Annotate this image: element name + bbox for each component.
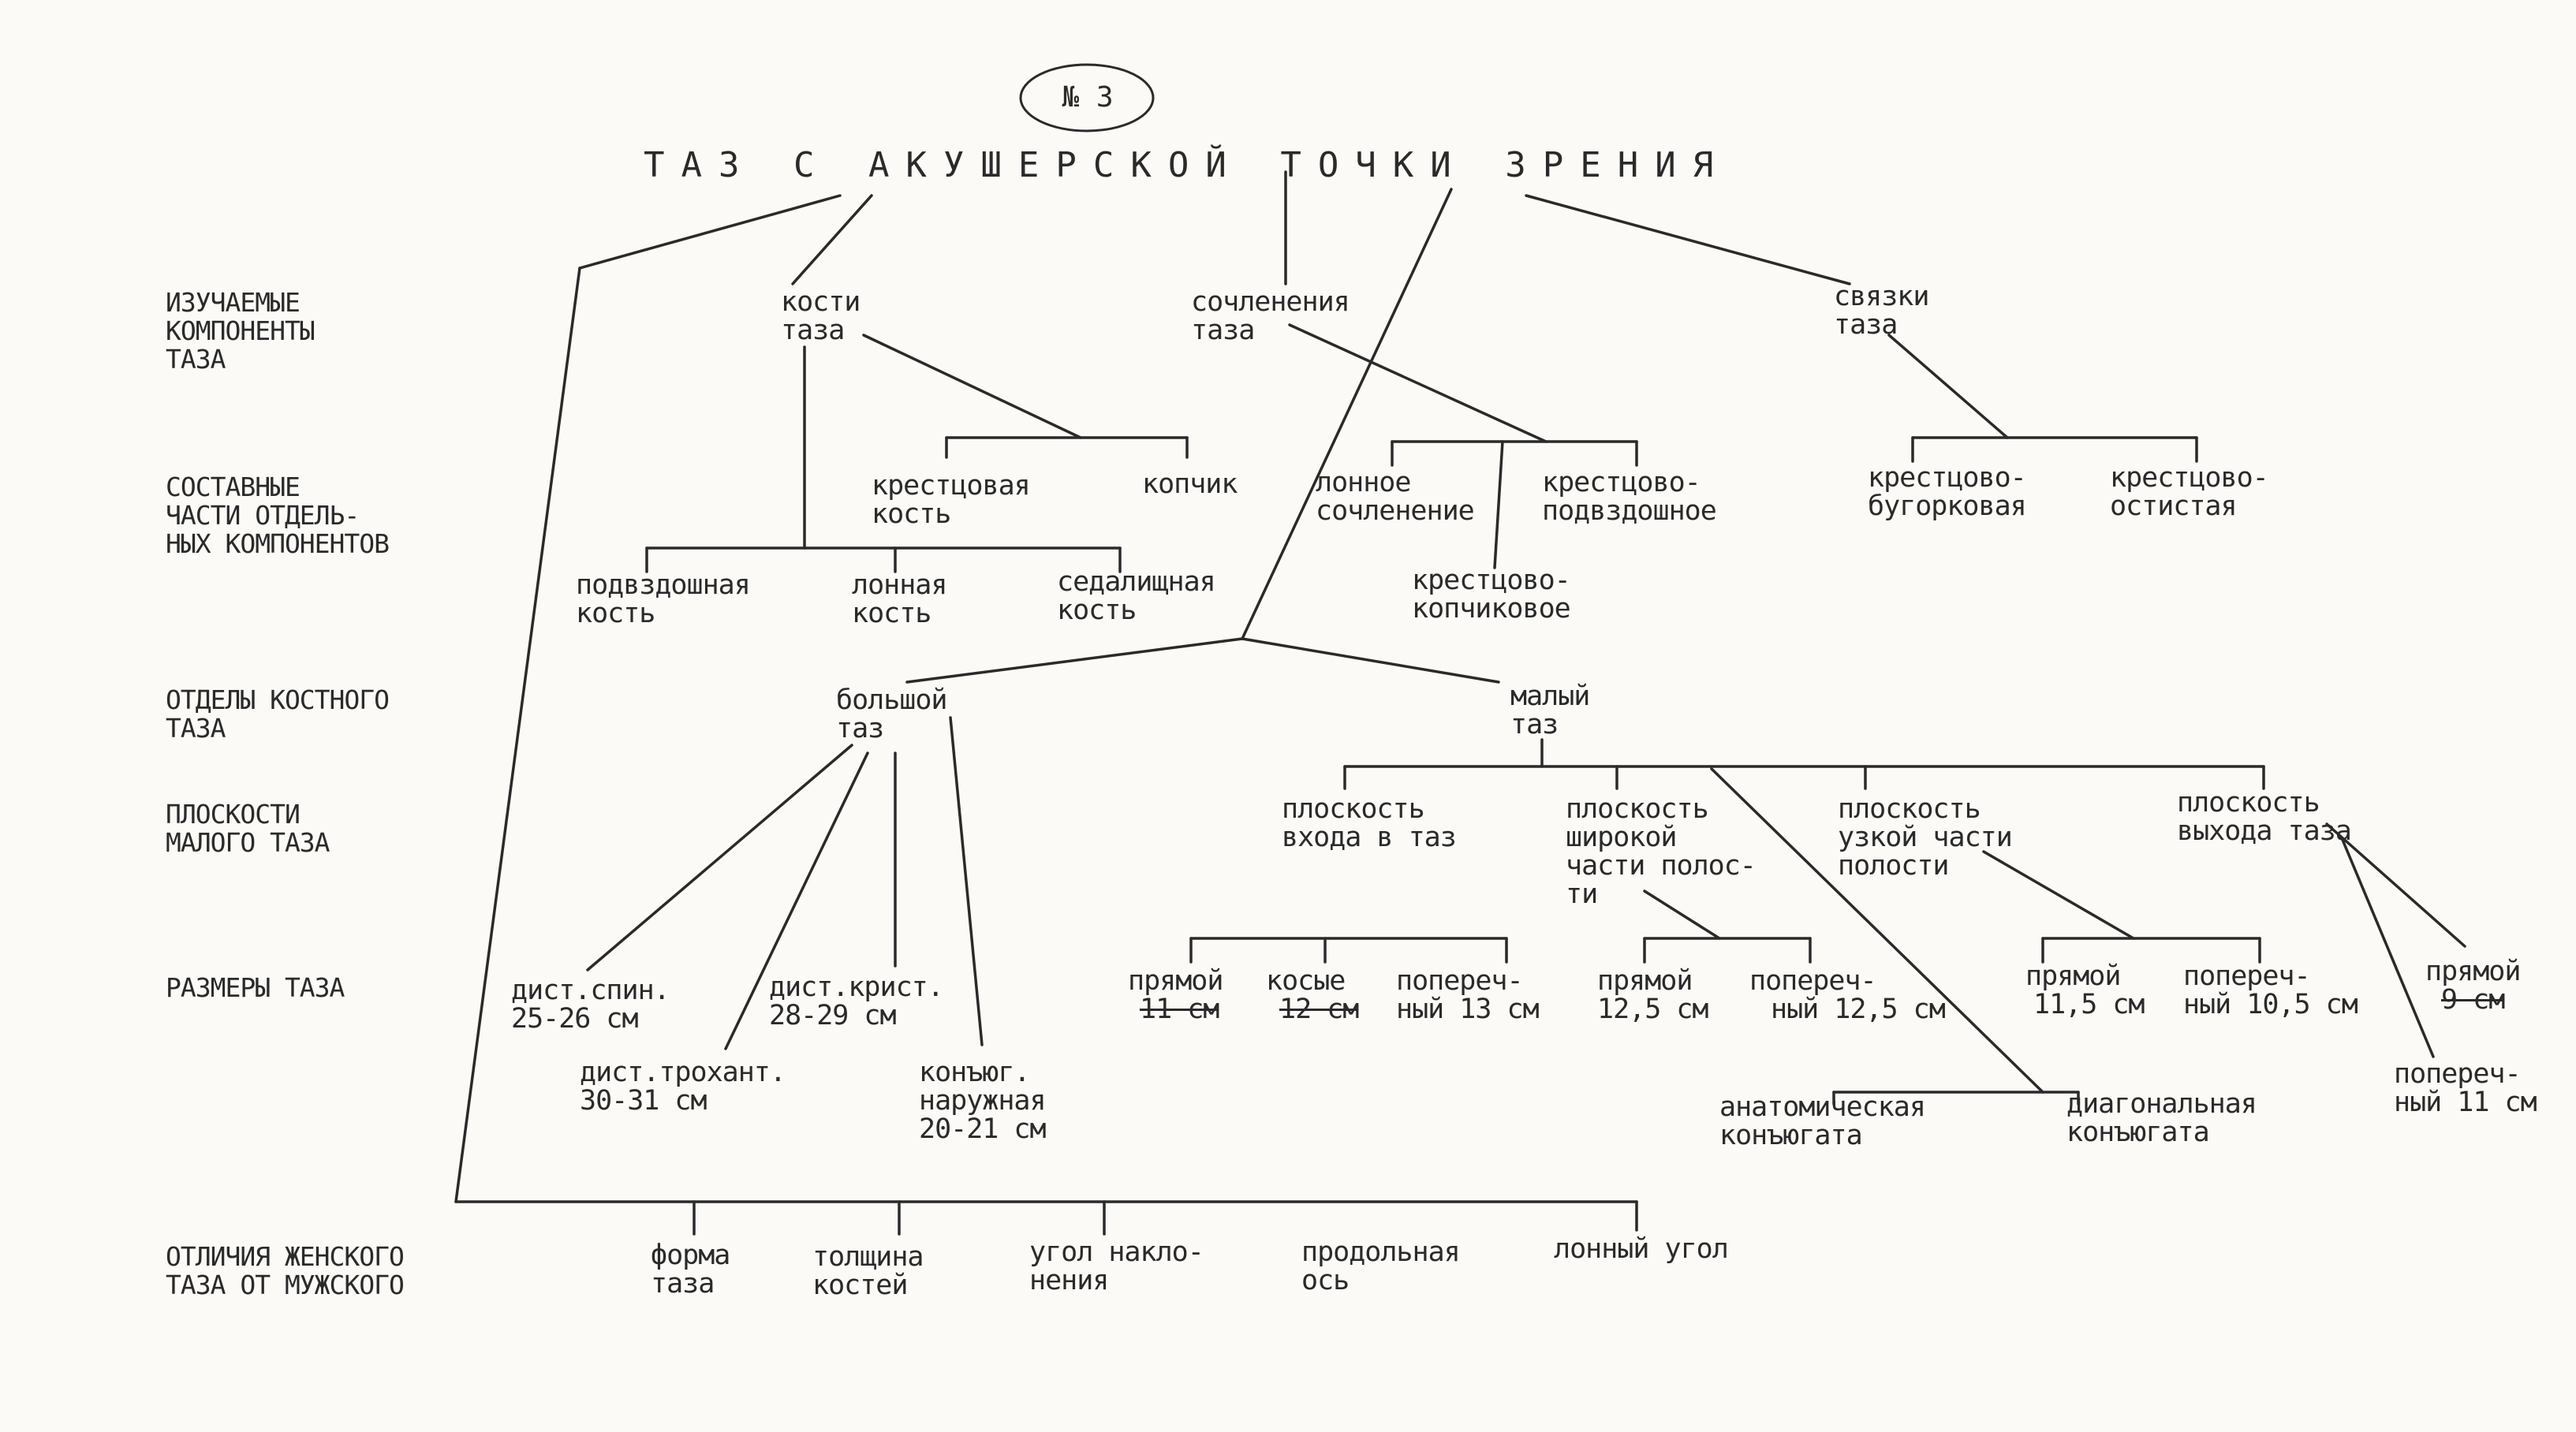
edge-wide [1643, 889, 1721, 940]
wide-transverse-label: попереч- [1749, 965, 1877, 997]
node-diagonal-conjugate: диагональная конъюгата [2066, 1088, 2257, 1148]
edge-bones-upper [862, 334, 1082, 439]
narrow-transverse-label: попереч- [2183, 960, 2311, 992]
narrow-transverse-value: ный 10,5 см [2183, 989, 2358, 1020]
narrow-direct-label: прямой [2025, 960, 2121, 992]
diff-shape: форма таза [651, 1240, 730, 1300]
row-label-sections: ОТДЕЛЫ КОСТНОГО ТАЗА [166, 684, 390, 744]
inlet-oblique-label: косые [1266, 965, 1346, 997]
edge-title-sections [1241, 188, 1453, 640]
edge-outlet-direct [2325, 822, 2466, 948]
edge-lesser-diagonal [1710, 767, 2044, 1094]
wide-transverse-value: ный 12,5 см [1771, 994, 1946, 1025]
edge-title-left [578, 194, 842, 270]
outlet-transverse-label: попереч- [2394, 1058, 2522, 1090]
node-pubis: лонная кость [852, 569, 947, 629]
outlet-direct-label: прямой [2425, 956, 2521, 987]
node-ligaments: связки таза [1834, 281, 1929, 341]
edge-troch [724, 751, 869, 1050]
node-ilium: подвздошная кость [576, 569, 751, 629]
node-sacrospinous: крестцово- остистая [2110, 462, 2269, 522]
size-dist-troch: дист.трохант. 30-31 см [580, 1057, 786, 1117]
row-label-planes: ПЛОСКОСТИ МАЛОГО ТАЗА [166, 799, 330, 858]
outlet-direct-value: 9 см [2441, 984, 2505, 1016]
node-plane-narrow: плоскость узкой части полости [1838, 793, 2013, 882]
edge-title-bones [791, 194, 873, 285]
node-ischium: седалищная кость [1057, 566, 1216, 626]
inlet-direct-value: 11 см [1140, 994, 1219, 1025]
node-plane-outlet: плоскость выхода таза [2177, 787, 2352, 847]
node-lesser-pelvis: малый таз [1510, 681, 1590, 740]
wide-direct-value: 12,5 см [1597, 994, 1709, 1025]
node-plane-inlet: плоскость входа в таз [1282, 793, 1457, 853]
diff-angle: угол накло- нения [1029, 1236, 1204, 1296]
edge-joints [1288, 323, 1547, 443]
node-sacrotuberous: крестцово- бугорковая [1868, 462, 2027, 522]
diff-axis: продольная ось [1301, 1236, 1461, 1296]
diff-thickness: толщина костей [812, 1241, 924, 1301]
row-label-sizes: РАЗМЕРЫ ТАЗА [166, 972, 345, 1003]
node-plane-wide: плоскость широкой части полос- ти [1566, 793, 1757, 910]
edge-narrow [1982, 850, 2135, 940]
node-bones: кости таза [781, 286, 861, 346]
inlet-oblique-value: 12 см [1279, 994, 1359, 1025]
narrow-direct-value: 11,5 см [2033, 989, 2145, 1020]
row-label-components: ИЗУЧАЕМЫЕ КОМПОНЕНТЫ ТАЗА [166, 287, 315, 375]
edge-spin [586, 744, 853, 971]
node-anatomical-conjugate: анатомическая конъюгата [1719, 1091, 1926, 1151]
edge-outlet-transverse [2341, 838, 2435, 1058]
wide-direct-label: прямой [1597, 965, 1693, 997]
edge-lesser [1241, 637, 1500, 684]
diagram-title: ТАЗ С АКУШЕРСКОЙ ТОЧКИ ЗРЕНИЯ [644, 145, 1730, 185]
edge-left-spine [454, 267, 581, 1203]
size-conj-ext: конъюг. наружная 20-21 см [919, 1057, 1047, 1145]
size-dist-spin: дист.спин. 25-26 см [511, 975, 670, 1035]
inlet-transverse-value: ный 13 см [1396, 994, 1540, 1025]
node-sacrococcygeal: крестцово- копчиковое [1412, 565, 1571, 625]
node-coccyx: копчик [1142, 468, 1238, 500]
outlet-transverse-value: ный 11 см [2394, 1087, 2537, 1118]
edge-greater [905, 637, 1244, 684]
number-oval [1019, 63, 1155, 132]
node-sacroiliac: крестцово- подвздошное [1542, 467, 1717, 527]
row-label-differences: ОТЛИЧИЯ ЖЕНСКОГО ТАЗА ОТ МУЖСКОГО [166, 1241, 405, 1300]
edge-title-ligaments [1525, 194, 1851, 285]
edge-ligaments [1887, 334, 2009, 439]
diff-pubic-angle: лонный угол [1554, 1233, 1729, 1265]
edge-conj-ext [949, 716, 984, 1046]
edge-sacrococcygeal [1493, 440, 1504, 569]
inlet-transverse-label: попереч- [1396, 965, 1524, 997]
diagram-number: № 3 [1062, 81, 1114, 114]
inlet-direct-label: прямой [1128, 965, 1223, 997]
node-greater-pelvis: большой таз [836, 684, 948, 744]
node-joints: сочленения таза [1191, 286, 1350, 346]
node-sacrum: крестцовая кость [872, 470, 1031, 530]
row-label-parts: СОСТАВНЫЕ ЧАСТИ ОТДЕЛЬ- НЫХ КОМПОНЕНТОВ [166, 472, 390, 559]
size-dist-crist: дист.крист. 28-29 см [769, 971, 944, 1031]
node-pubic-joint: лонное сочленение [1316, 467, 1475, 527]
